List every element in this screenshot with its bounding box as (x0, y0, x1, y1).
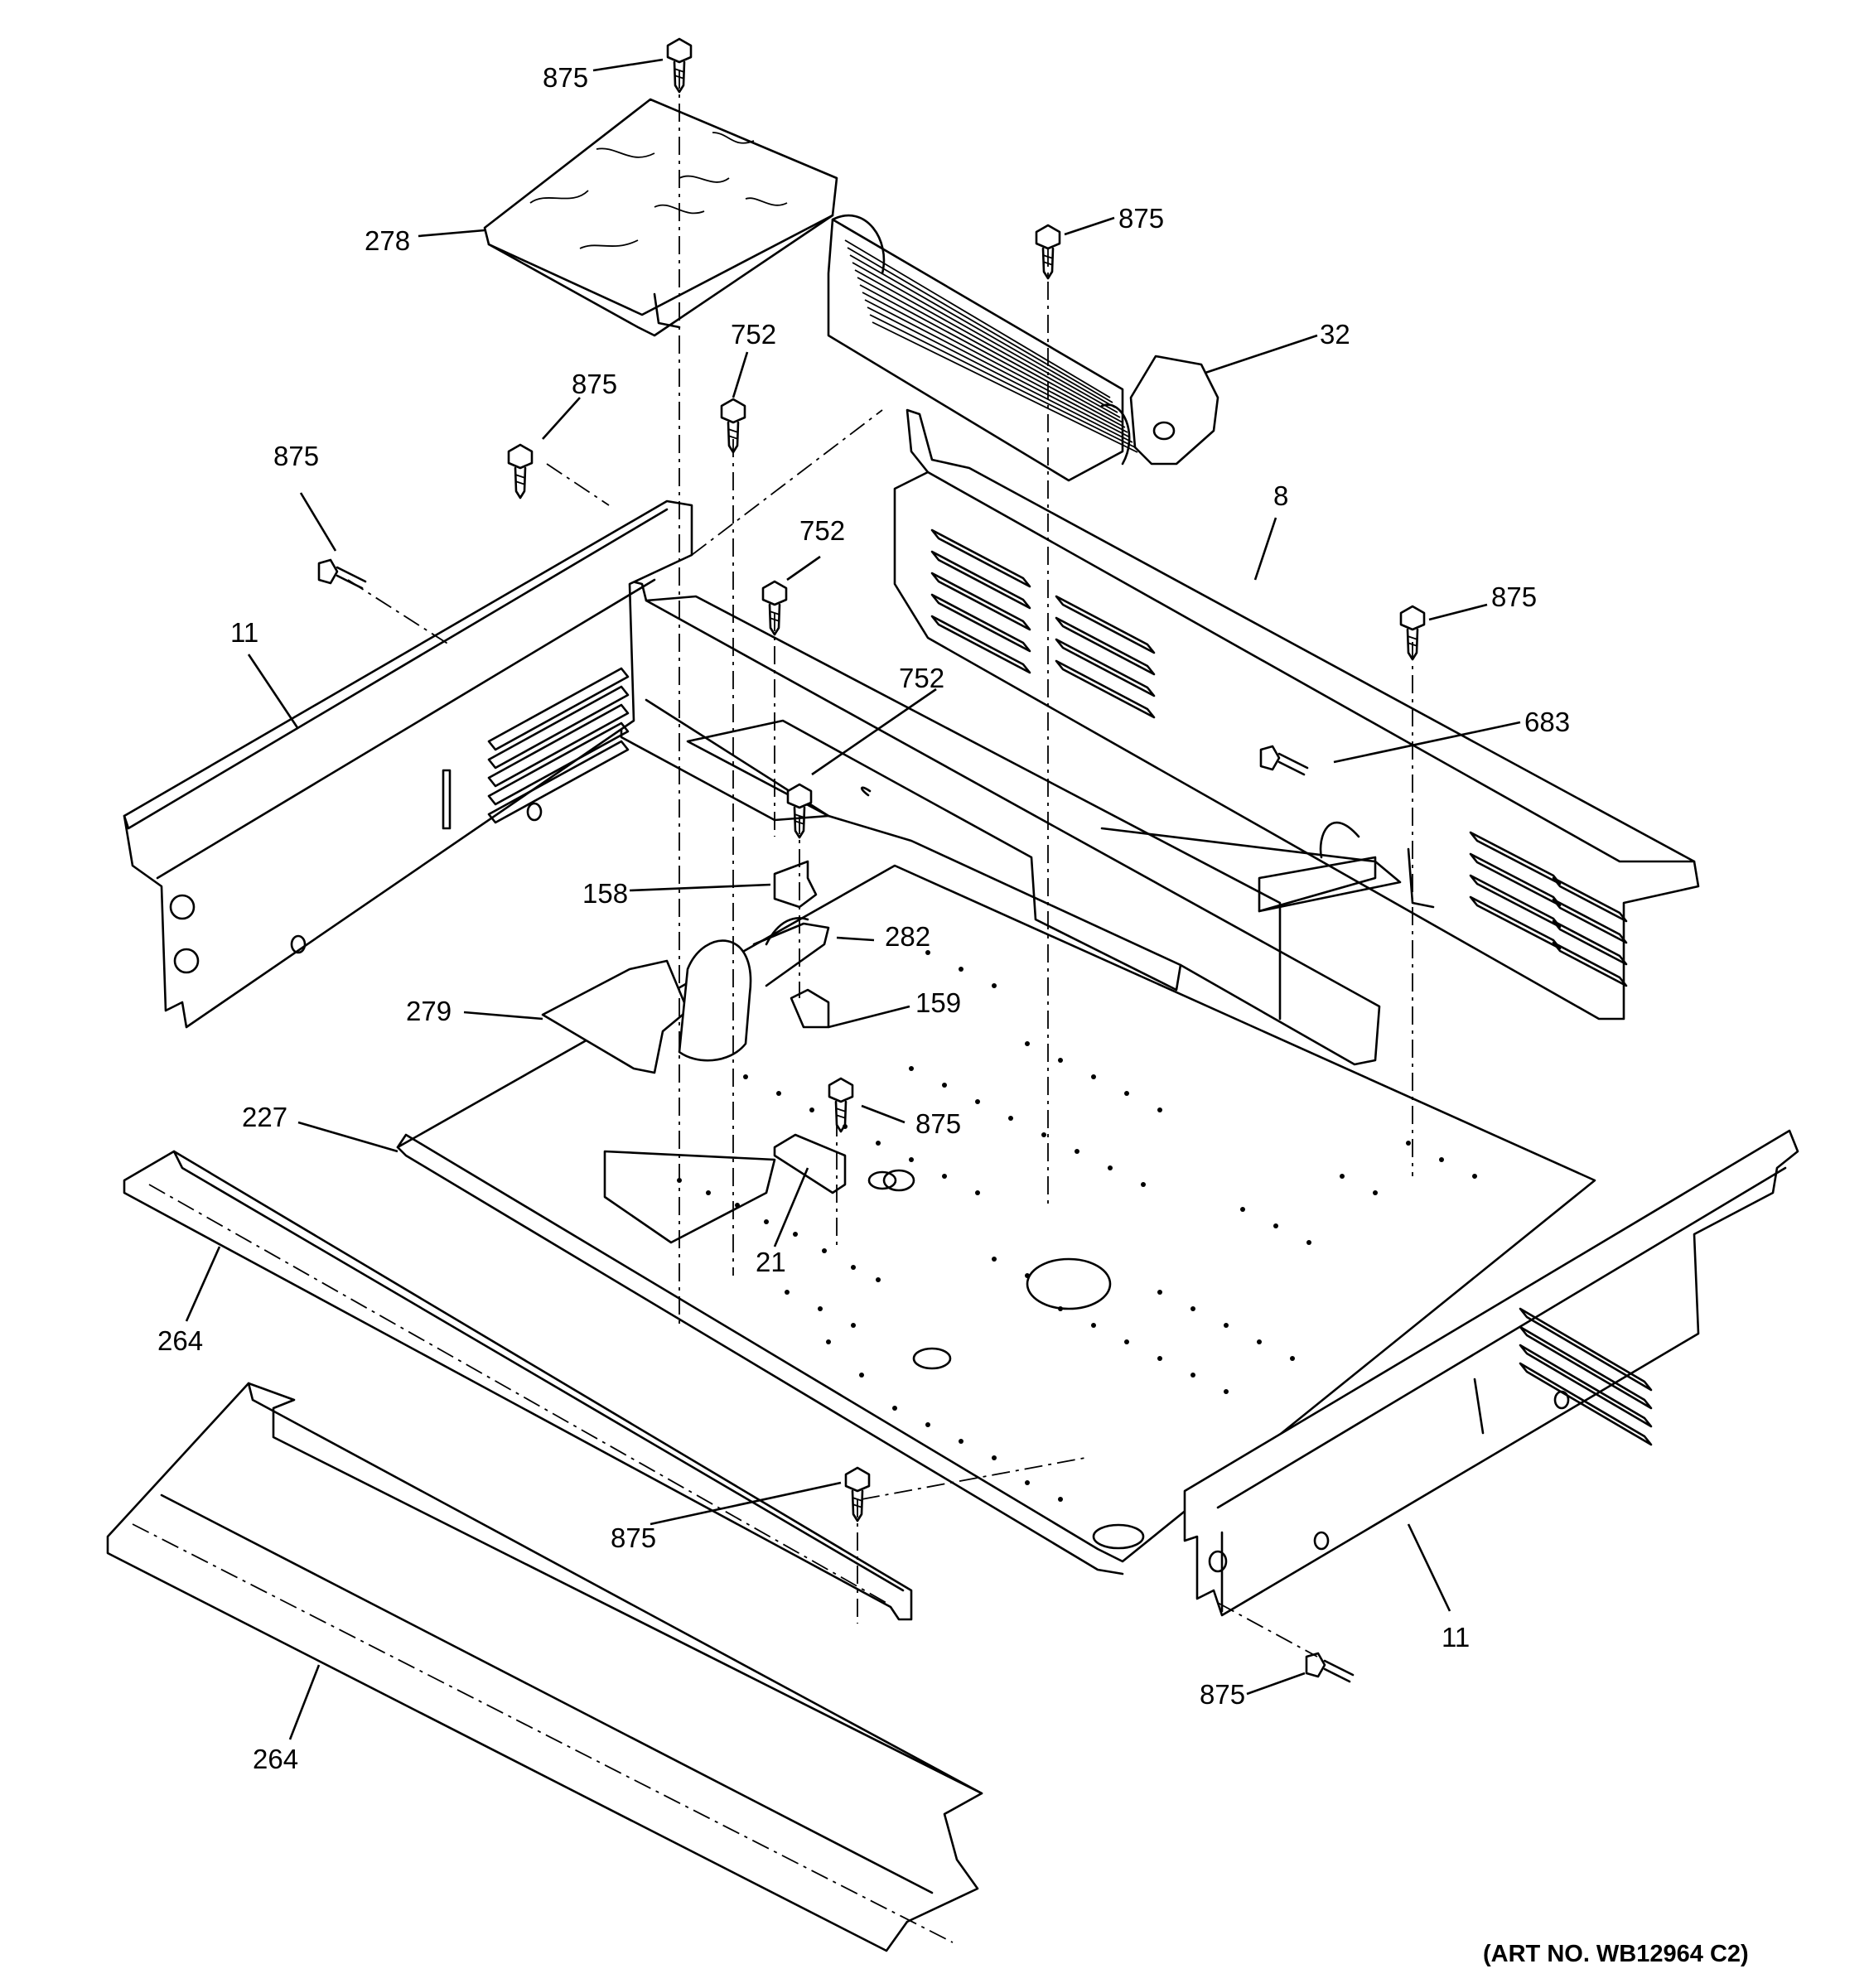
bracket-21 (773, 1133, 915, 1194)
callout-227: 227 (242, 1102, 287, 1132)
front-rail-264-upper (123, 1150, 913, 1621)
leader-lines (185, 58, 1521, 1740)
callout-32: 32 (1320, 319, 1350, 350)
callout-875-left: 875 (273, 441, 319, 471)
assembly-lines (347, 70, 1413, 1657)
callout-264-lower: 264 (253, 1744, 298, 1774)
screw-icon (666, 37, 693, 94)
screw-icon (1035, 224, 1061, 280)
side-panel-11-right (1183, 1129, 1799, 1617)
side-panel-11-left (123, 499, 693, 1029)
front-trim-264-lower (106, 1382, 983, 1952)
callout-875-right: 875 (1491, 581, 1537, 612)
callout-752-lower: 752 (899, 663, 944, 693)
callout-282: 282 (885, 921, 930, 952)
thermostat-158 (773, 860, 818, 909)
callout-752-upper: 752 (731, 319, 776, 350)
callout-875-bottom: 875 (611, 1522, 656, 1553)
fan-assembly-32 (827, 214, 1219, 482)
callout-8: 8 (1273, 480, 1288, 511)
insulation-278 (483, 98, 838, 337)
screw-icon (1399, 605, 1426, 661)
callout-21: 21 (756, 1247, 786, 1277)
thermostat-159 (790, 988, 830, 1029)
callout-875-top: 875 (543, 62, 588, 93)
callout-752-mid: 752 (799, 515, 845, 546)
callout-278: 278 (365, 225, 410, 256)
callout-11-left: 11 (230, 617, 258, 648)
callout-158: 158 (582, 878, 628, 909)
callout-11-right: 11 (1442, 1622, 1470, 1653)
rear-panel-8 (893, 408, 1700, 1021)
screw-icon (1305, 1652, 1355, 1683)
callout-264-upper: 264 (157, 1325, 203, 1356)
callout-875-center: 875 (915, 1108, 961, 1139)
screw-icon (317, 558, 367, 590)
screw-icon (1259, 745, 1309, 776)
callout-labels: 875 278 875 752 32 875 875 8 752 875 11 … (157, 62, 1570, 1774)
callout-279: 279 (406, 996, 452, 1026)
callout-875-upper-left: 875 (572, 369, 617, 399)
callout-875-fan: 875 (1118, 203, 1164, 234)
screw-icon (507, 443, 534, 499)
art-number: (ART NO. WB12964 C2) (1483, 1941, 1749, 1967)
callout-159: 159 (915, 987, 961, 1018)
screw-icon (828, 1077, 854, 1133)
callout-683: 683 (1524, 707, 1570, 737)
callout-875-bottom-right: 875 (1200, 1679, 1245, 1710)
